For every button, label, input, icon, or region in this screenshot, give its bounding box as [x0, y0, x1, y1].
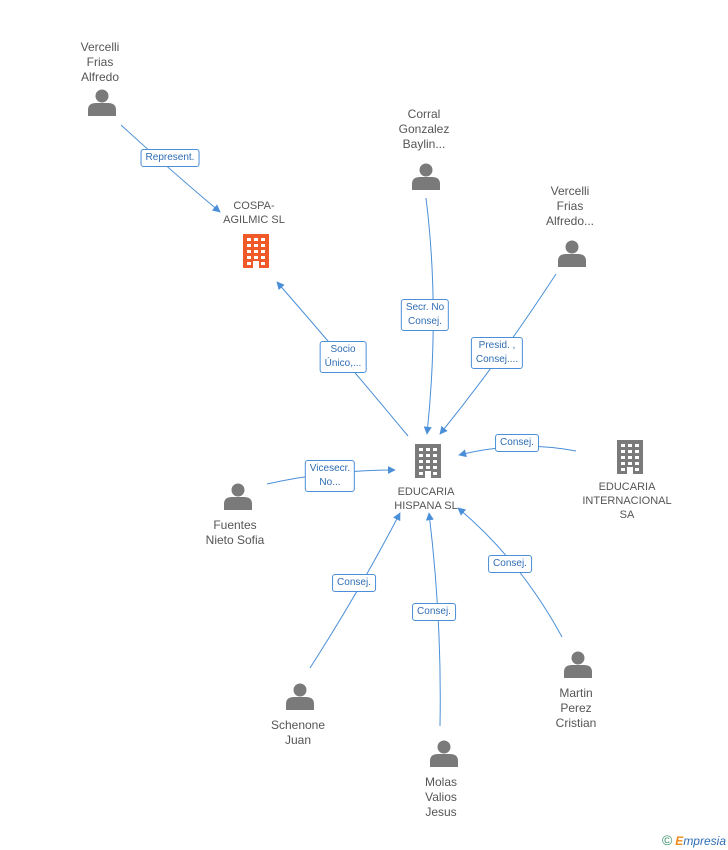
person-icon[interactable]	[564, 651, 592, 679]
node-label-educaria_int[interactable]: EDUCARIA INTERNACIONAL SA	[582, 481, 672, 521]
person-icon[interactable]	[88, 89, 116, 117]
node-label-vercelli1[interactable]: Vercelli Frias Alfredo	[80, 40, 120, 84]
node-label-vercelli2[interactable]: Vercelli Frias Alfredo...	[545, 184, 595, 228]
brand-name: mpresia	[683, 834, 726, 848]
node-label-molas[interactable]: Molas Valios Jesus	[424, 775, 458, 819]
edge-label-corral[interactable]: Secr. No Consej.	[400, 299, 450, 331]
person-icon[interactable]	[224, 483, 252, 511]
node-label-cospa[interactable]: COSPA- AGILMIC SL	[223, 200, 285, 226]
node-label-educaria_hispana[interactable]: EDUCARIA HISPANA SL	[394, 486, 458, 512]
edge-label-educaria_int[interactable]: Consej.	[495, 434, 539, 452]
person-icon[interactable]	[558, 240, 586, 268]
edge-label-schenone[interactable]: Consej.	[332, 574, 376, 592]
edge-label-vercelli1[interactable]: Represent.	[140, 149, 200, 167]
node-label-schenone[interactable]: Schenone Juan	[270, 718, 326, 747]
brand-logo-letter: E	[675, 834, 684, 848]
node-label-corral[interactable]: Corral Gonzalez Baylin...	[398, 107, 450, 151]
edge-label-educaria_hispana[interactable]: Socio Único,...	[319, 341, 367, 373]
building-icon[interactable]	[243, 234, 269, 268]
building-icon[interactable]	[617, 440, 643, 474]
node-label-fuentes[interactable]: Fuentes Nieto Sofia	[205, 518, 265, 547]
edge-label-molas[interactable]: Consej.	[412, 603, 456, 621]
person-icon[interactable]	[412, 163, 440, 191]
edge-vercelli1-to-cospa	[120, 124, 221, 213]
person-icon[interactable]	[430, 740, 458, 768]
edge-label-vercelli2[interactable]: Presid. , Consej....	[470, 337, 524, 369]
edge-label-fuentes[interactable]: Vicesecr. No...	[304, 460, 356, 492]
building-icon[interactable]	[415, 444, 441, 478]
brand-footer[interactable]: ©Empresia	[662, 832, 726, 848]
node-label-martin[interactable]: Martin Perez Cristian	[555, 686, 597, 730]
person-icon[interactable]	[286, 683, 314, 711]
copyright-icon: ©	[661, 832, 673, 848]
edge-label-martin[interactable]: Consej.	[488, 555, 532, 573]
